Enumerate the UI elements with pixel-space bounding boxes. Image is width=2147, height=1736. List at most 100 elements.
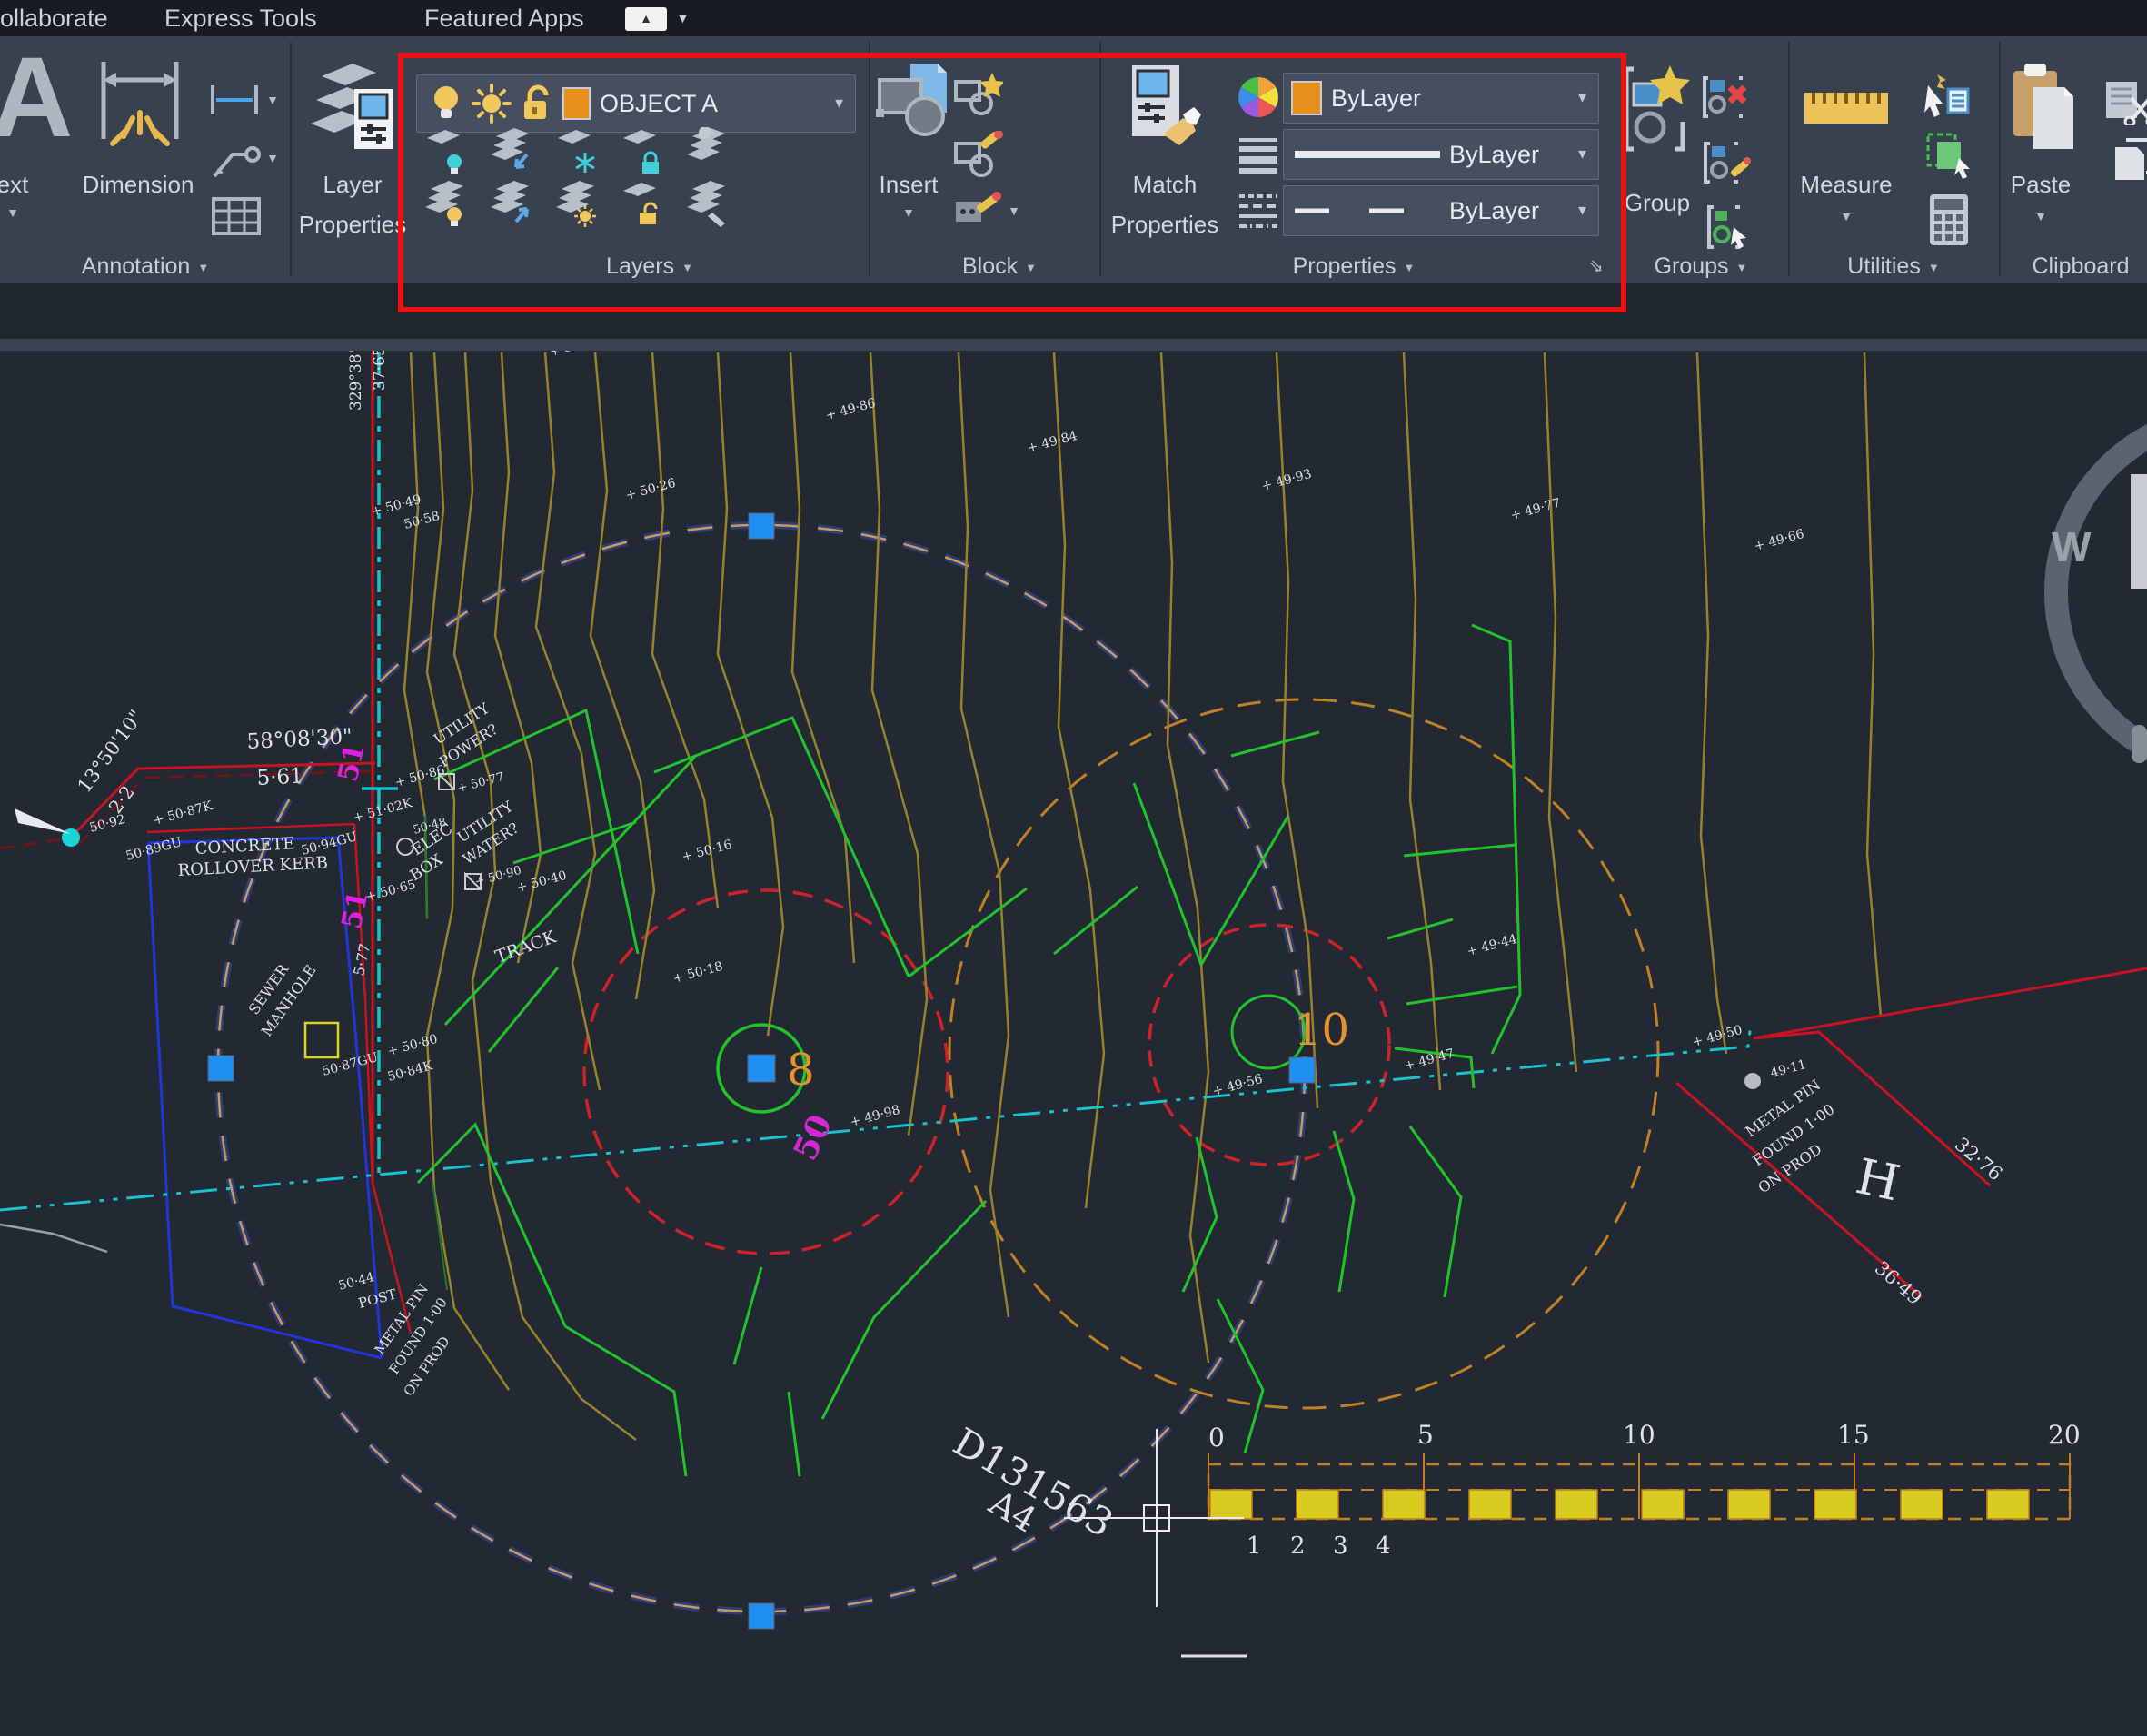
lineweight-caret-icon[interactable]: ▼: [1575, 146, 1589, 163]
pa ste-button[interactable]: [2010, 62, 2077, 157]
freeze-button[interactable]: [551, 127, 601, 183]
dim-dropdown-caret-icon[interactable]: ▼: [266, 93, 279, 107]
annotation-panel-label[interactable]: Annotation▼: [82, 253, 209, 280]
quick-calc-button[interactable]: [1926, 193, 1972, 252]
linetype-combo[interactable]: ByLayer ▼: [1283, 185, 1599, 236]
edit-attributes-caret-icon[interactable]: ▼: [1008, 203, 1020, 218]
tab-express-tools[interactable]: Express Tools: [164, 5, 317, 32]
ribbon-collapse-caret-icon[interactable]: ▼: [676, 11, 690, 26]
contour: [1052, 352, 1106, 1209]
tab-collaborate[interactable]: ollaborate: [0, 5, 108, 32]
match-properties-label-2[interactable]: Properties: [1110, 211, 1219, 238]
canvas-top-band: [0, 339, 2147, 351]
dimension-button-label[interactable]: Dimension: [82, 171, 194, 198]
layer-properties-label-1[interactable]: Layer: [323, 171, 383, 198]
block-panel-label[interactable]: Block▼: [962, 253, 1037, 280]
grip[interactable]: [748, 1602, 775, 1630]
dimension-button[interactable]: [76, 53, 204, 162]
unlock-layer-button[interactable]: [616, 180, 667, 235]
dim-linear-button[interactable]: [207, 80, 262, 124]
layer-properties-button[interactable]: [303, 56, 398, 161]
road-50: 50: [786, 1109, 840, 1166]
elev: + 49·44: [1466, 932, 1519, 959]
insert-button-label[interactable]: Insert: [879, 171, 939, 198]
group-button-label[interactable]: Group: [1624, 189, 1691, 216]
paste-button-label[interactable]: Paste: [2010, 171, 2072, 198]
insert-block-icon: [876, 64, 947, 136]
ruler-icon: [1804, 93, 1888, 124]
copy-button[interactable]: [2112, 138, 2147, 192]
make-current-button[interactable]: [485, 127, 536, 183]
object-layer-button[interactable]: [681, 126, 732, 183]
utilities-panel-label[interactable]: Utilities▼: [1847, 253, 1939, 280]
drawing-number: D131563: [946, 1419, 1121, 1545]
leader-dropdown-caret-icon[interactable]: ▼: [266, 151, 279, 165]
leader-arrow: [15, 808, 71, 834]
measure-caret-icon[interactable]: ▼: [1840, 209, 1853, 223]
quick-select-button[interactable]: [1919, 73, 1970, 128]
layer-walk-button[interactable]: [681, 180, 732, 235]
edit-block-button[interactable]: [952, 130, 1003, 183]
properties-panel-caret-icon: ▼: [1403, 261, 1416, 274]
groups-panel-label[interactable]: Groups▼: [1655, 253, 1748, 280]
unlock-icon[interactable]: [519, 83, 555, 124]
edit-attributes-button[interactable]: [952, 189, 1003, 241]
groups-panel-label-text: Groups: [1654, 253, 1729, 279]
object-color-caret-icon[interactable]: ▼: [1575, 90, 1589, 106]
layer-combo[interactable]: OBJECT A ▼: [416, 74, 856, 133]
tree-b-canopy: [1230, 730, 1320, 758]
grip[interactable]: [1288, 1056, 1316, 1084]
tab-featured-apps[interactable]: Featured Apps: [424, 5, 584, 32]
select-similar-button[interactable]: [1924, 131, 1973, 184]
layer-color-swatch[interactable]: [562, 87, 591, 120]
layer-combo-caret-icon[interactable]: ▼: [832, 95, 846, 112]
turn-on-all-button[interactable]: [420, 180, 471, 235]
create-block-button[interactable]: [952, 71, 1005, 123]
lock-button[interactable]: [616, 127, 667, 183]
pickbox[interactable]: [1143, 1504, 1170, 1532]
lineweight-icon[interactable]: [1238, 134, 1279, 181]
bulb-on-icon[interactable]: [428, 84, 464, 124]
leader-button[interactable]: [207, 138, 262, 188]
sun-icon[interactable]: [472, 84, 512, 124]
layers-panel-label-text: Layers: [606, 253, 675, 279]
insert-block-button[interactable]: [874, 60, 949, 154]
layer-previous-button[interactable]: [485, 180, 536, 235]
linetype-caret-icon[interactable]: ▼: [1575, 203, 1589, 219]
layer-off-button[interactable]: [420, 127, 471, 183]
grip[interactable]: [748, 512, 775, 540]
object-color-combo[interactable]: ByLayer ▼: [1283, 73, 1599, 124]
measure-button[interactable]: [1803, 84, 1890, 135]
match-properties-button[interactable]: [1125, 62, 1205, 157]
properties-panel-launcher-icon[interactable]: ⇘: [1588, 256, 1604, 276]
elev: + 49·86: [824, 396, 878, 423]
layers-panel-label[interactable]: Layers▼: [606, 253, 693, 280]
linetype-icon[interactable]: [1238, 191, 1279, 237]
distance-vertical: 37·65: [371, 346, 389, 391]
text-button-label[interactable]: ext: [0, 171, 29, 198]
group-edit-button[interactable]: [1703, 140, 1752, 190]
group-select-toggle-button[interactable]: [1706, 203, 1754, 255]
group-button[interactable]: [1623, 64, 1695, 159]
grip[interactable]: [207, 1055, 234, 1082]
table-button[interactable]: [211, 196, 262, 241]
ribbon-collapse-button[interactable]: ▲: [625, 7, 667, 31]
clipboard-panel-label[interactable]: Clipboard: [2032, 253, 2129, 280]
color-wheel-icon[interactable]: [1238, 76, 1279, 123]
insert-caret-icon[interactable]: ▼: [902, 205, 915, 220]
properties-panel-label[interactable]: Properties▼: [1293, 253, 1416, 280]
grip[interactable]: [747, 1054, 776, 1083]
text-tool-icon[interactable]: A: [0, 35, 74, 161]
ungroup-button[interactable]: [1703, 74, 1752, 124]
layer-properties-label-2[interactable]: Properties: [298, 211, 407, 238]
cut-button[interactable]: [2104, 80, 2147, 130]
match-properties-label-1[interactable]: Match: [1132, 171, 1198, 198]
lineweight-combo[interactable]: ByLayer ▼: [1283, 129, 1599, 180]
thaw-all-button[interactable]: [551, 180, 601, 235]
text-dropdown-caret-icon[interactable]: ▼: [6, 205, 19, 220]
measure-button-label[interactable]: Measure: [1800, 171, 1893, 198]
paste-caret-icon[interactable]: ▼: [2034, 209, 2047, 223]
red-circle-b: [1148, 923, 1391, 1166]
